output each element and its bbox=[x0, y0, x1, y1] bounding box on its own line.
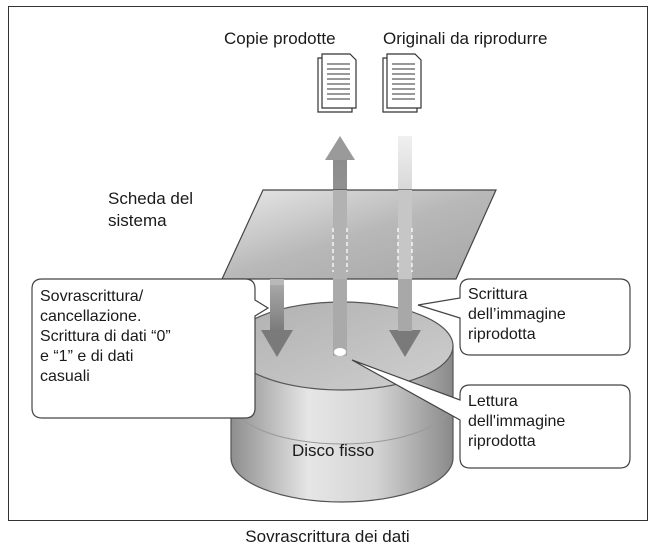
overwrite-line: e “1” e di dati bbox=[40, 348, 134, 365]
write-callout-bubble bbox=[417, 278, 631, 356]
overwrite-line: cancellazione. bbox=[40, 308, 142, 325]
write-line: riprodotta bbox=[468, 326, 536, 343]
disk-label: Disco fisso bbox=[292, 441, 375, 460]
board-label-line1: Scheda del bbox=[108, 189, 194, 208]
write-line: dell’immagine bbox=[468, 306, 566, 323]
copies-document-icon bbox=[317, 53, 357, 113]
board-label-line2: sistema bbox=[108, 211, 167, 230]
figure-caption: Sovrascrittura dei dati bbox=[245, 527, 410, 546]
read-line: riprodotta bbox=[468, 433, 536, 450]
originals-document-icon bbox=[382, 53, 422, 113]
overwrite-line: Scrittura di dati “0” bbox=[40, 328, 171, 345]
system-board-icon bbox=[221, 189, 497, 285]
overwrite-line: casuali bbox=[40, 368, 90, 385]
read-line: Lettura bbox=[468, 393, 518, 410]
overwrite-callout-bubble bbox=[31, 278, 270, 419]
write-line: Scrittura bbox=[468, 286, 528, 303]
read-callout-bubble bbox=[351, 359, 631, 469]
overwrite-line: Sovrascrittura/ bbox=[40, 288, 144, 305]
originals-label: Originali da riprodurre bbox=[383, 29, 548, 48]
copies-label: Copie prodotte bbox=[224, 29, 336, 48]
read-line: dell'immagine bbox=[468, 413, 566, 430]
